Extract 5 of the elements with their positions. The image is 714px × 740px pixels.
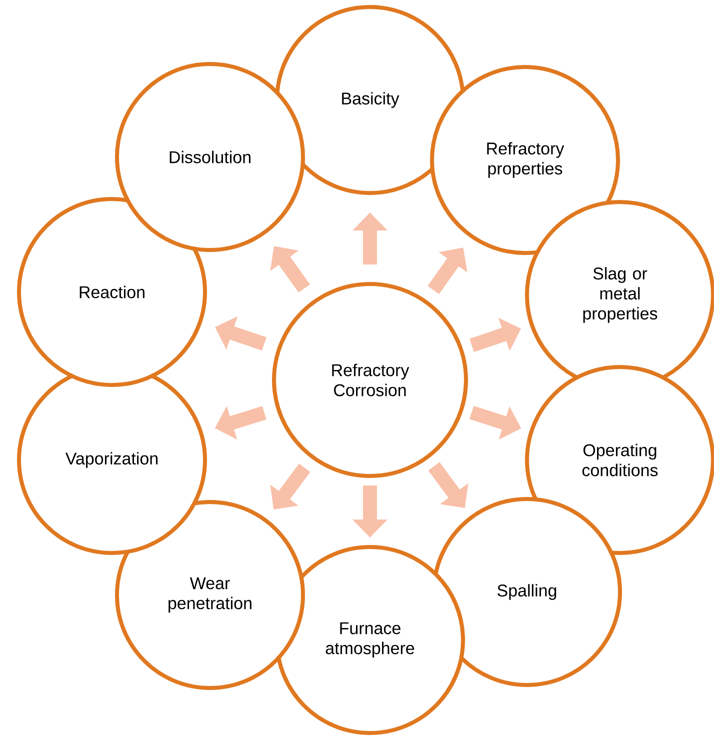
node-label: Furnace atmosphere [326, 622, 414, 658]
node-label: Operating conditions [582, 444, 658, 476]
node-label: Spalling [498, 584, 556, 600]
node-label: Wear penetration [168, 577, 252, 613]
node-label: Slag or metal properties [583, 267, 658, 323]
